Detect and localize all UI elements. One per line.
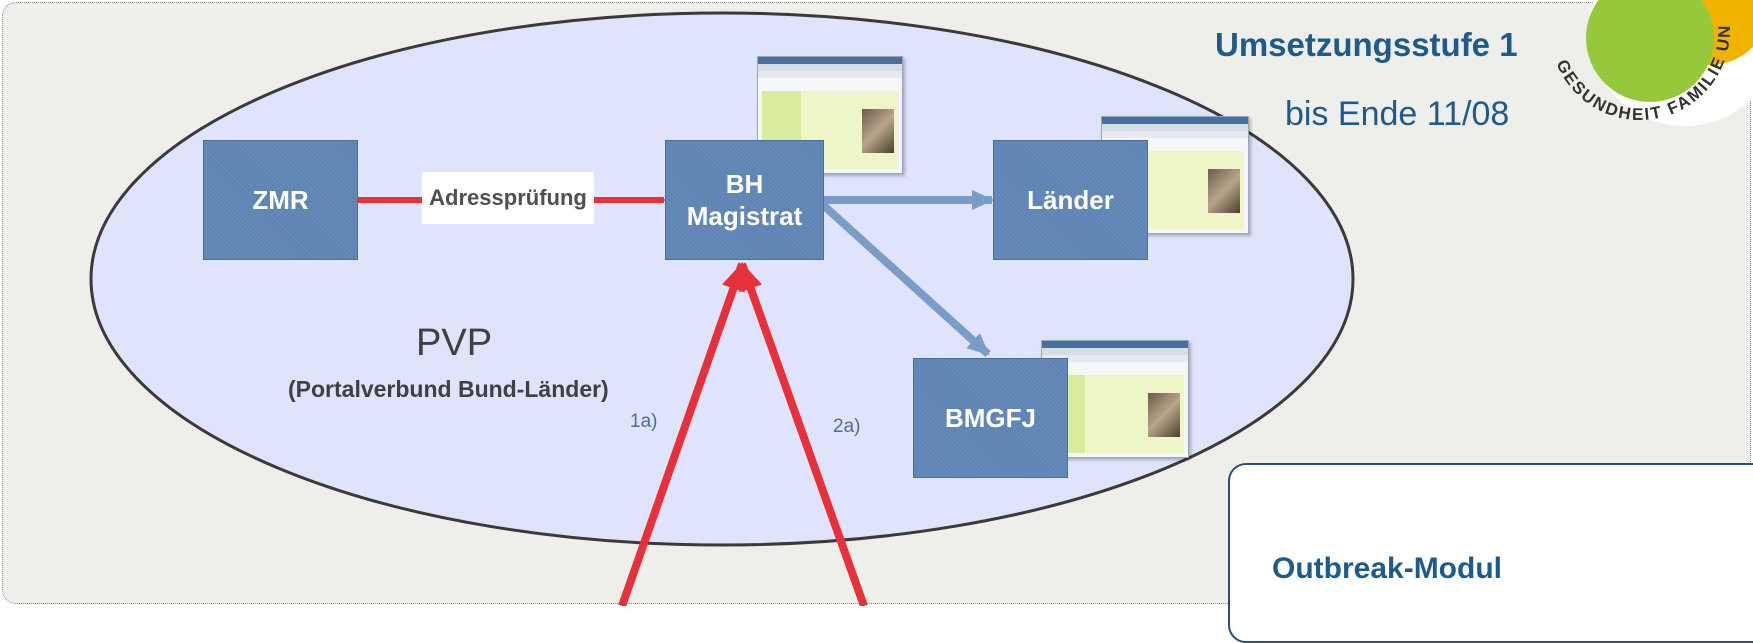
outbreak-label: Outbreak-Modul bbox=[1272, 552, 1502, 585]
pvp-ellipse bbox=[89, 11, 1355, 547]
node-zmr: ZMR bbox=[203, 140, 358, 260]
pvp-title: PVP bbox=[416, 322, 493, 364]
pvp-subtitle: (Portalverbund Bund-Länder) bbox=[288, 376, 609, 402]
slide-title: Umsetzungsstufe 1 bbox=[1215, 26, 1518, 63]
arrow-2a bbox=[738, 262, 868, 606]
edge-label-adresspruefung: Adressprüfung bbox=[422, 172, 594, 224]
seal-lettering: GESUNDHEIT FAMILIE UND JUGEND bbox=[1510, 0, 1732, 124]
node-bmgfj-label: BMGFJ bbox=[945, 403, 1036, 433]
node-laender-label: Länder bbox=[1027, 185, 1114, 215]
node-laender: Länder bbox=[993, 140, 1148, 260]
step-label-1a: 1a) bbox=[630, 411, 658, 432]
slide-subtitle: bis Ende 11/08 bbox=[1285, 95, 1510, 133]
arrow-1a bbox=[618, 262, 746, 606]
arrow-bh-bmgfj bbox=[819, 201, 991, 357]
node-bh-magistrat-label: BH Magistrat bbox=[686, 169, 803, 231]
seal-graphic bbox=[1586, 0, 1753, 126]
node-zmr-label: ZMR bbox=[252, 185, 309, 215]
edge-label-adresspruefung-text: Adressprüfung bbox=[429, 185, 587, 210]
node-bmgfj: BMGFJ bbox=[913, 358, 1068, 478]
step-label-2a: 2a) bbox=[833, 416, 861, 437]
node-bh-magistrat: BH Magistrat bbox=[665, 140, 824, 260]
